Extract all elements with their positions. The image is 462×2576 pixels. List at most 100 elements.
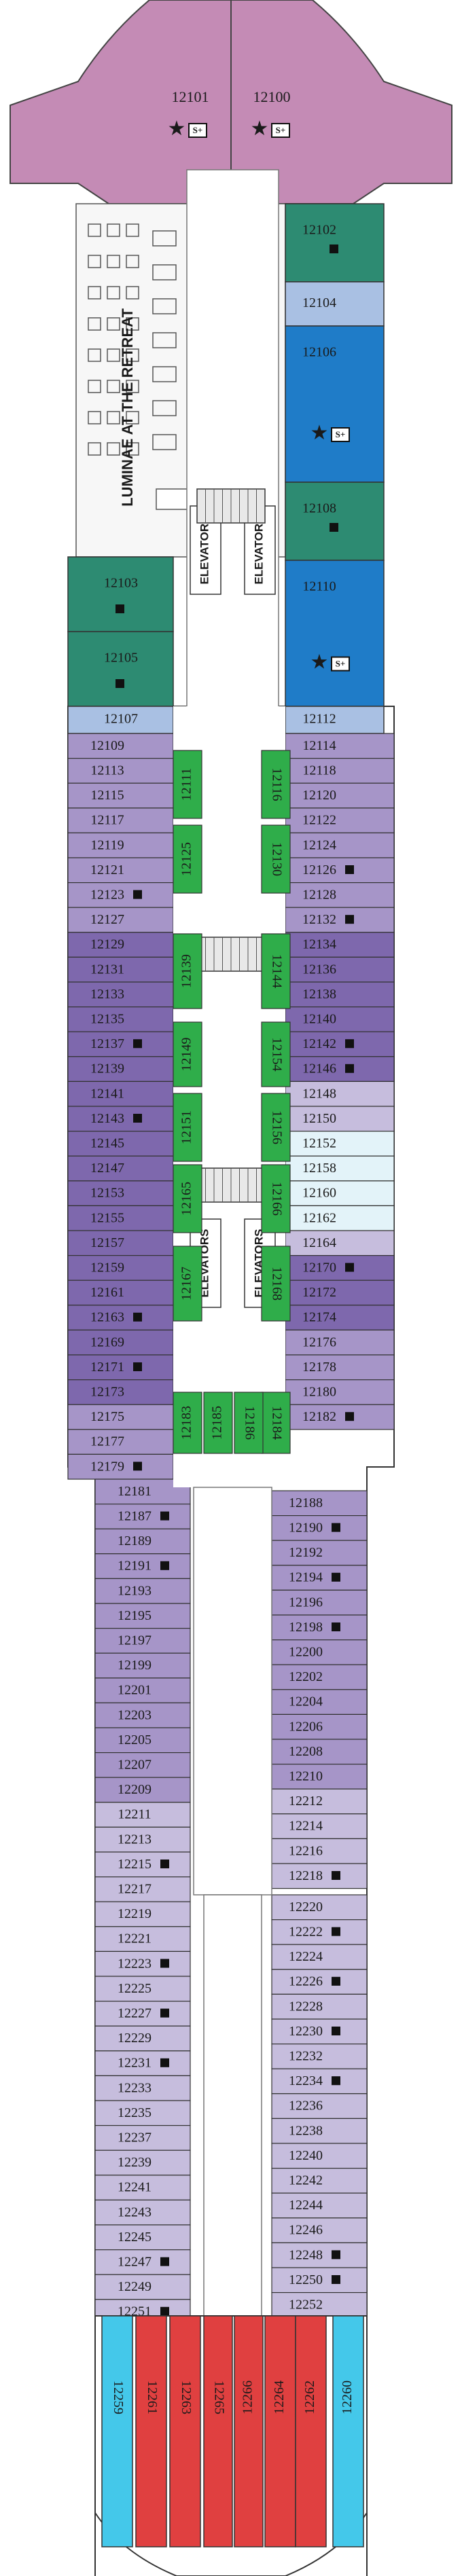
- cabin-block-12146: [285, 1056, 395, 1083]
- cabin-block-12232: [271, 2044, 368, 2069]
- cabin-block-12241: [94, 2175, 191, 2201]
- cabin-12245: 12245: [118, 2230, 152, 2245]
- cabin-12122: 12122: [302, 813, 336, 828]
- cabin-block-12138: [285, 981, 395, 1008]
- cabin-12196: 12196: [289, 1595, 323, 1610]
- cabin-block-12208: [271, 1739, 368, 1765]
- accessible-icon: [332, 1976, 340, 1986]
- cabin-12182: 12182: [302, 1409, 336, 1424]
- accessible-icon: [345, 865, 354, 874]
- cabin-block-12205: [94, 1727, 191, 1754]
- cabin-block-12172: [285, 1280, 395, 1306]
- booth-icon: [152, 434, 177, 450]
- accessible-icon: [345, 1263, 354, 1272]
- cabin-block-12104: [285, 281, 385, 327]
- cabin-block-12158: [285, 1155, 395, 1182]
- table-icon: [126, 255, 139, 268]
- cabin-12103: 12103: [104, 576, 138, 591]
- cabin-block-12180: [285, 1379, 395, 1405]
- suite-badge-box: [271, 123, 290, 138]
- cabin-block-12152: [285, 1130, 395, 1157]
- cabin-12252: 12252: [289, 2297, 323, 2312]
- cabin-12102: 12102: [302, 223, 336, 238]
- interior-block-12154: [261, 1021, 291, 1087]
- cabin-12129: 12129: [90, 937, 124, 952]
- cabin-block-12123: [67, 882, 174, 908]
- cabin-block-12252: [271, 2292, 368, 2318]
- cabin-block-12145: [67, 1130, 174, 1157]
- cabin-12153: 12153: [90, 1186, 124, 1201]
- star-icon: ★: [251, 117, 269, 140]
- cabin-12264: 12264: [272, 2380, 287, 2414]
- cabin-12145: 12145: [90, 1136, 124, 1150]
- cabin-12199: 12199: [118, 1658, 152, 1673]
- cabin-block-12250: [271, 2267, 368, 2293]
- cabin-12107: 12107: [104, 712, 138, 727]
- cabin-12156: 12156: [269, 1110, 284, 1144]
- cabin-block-12118: [285, 757, 395, 784]
- cabin-12132: 12132: [302, 912, 336, 927]
- cabin-12146: 12146: [302, 1062, 336, 1076]
- accessible-icon: [345, 1039, 354, 1049]
- cabin-block-12203: [94, 1702, 191, 1728]
- cabin-12159: 12159: [90, 1260, 124, 1275]
- cabin-12216: 12216: [289, 1843, 323, 1858]
- booth-icon: [152, 298, 177, 314]
- accessible-icon: [330, 523, 338, 532]
- suite-badge-label: S+: [193, 125, 203, 135]
- cabin-12179: 12179: [90, 1459, 124, 1474]
- accessible-icon: [160, 2257, 169, 2266]
- cabin-12241: 12241: [118, 2180, 152, 2195]
- cabin-block-12174: [285, 1305, 395, 1331]
- cabin-12193: 12193: [118, 1583, 152, 1598]
- cabin-12204: 12204: [289, 1694, 323, 1709]
- cabin-12246: 12246: [289, 2223, 323, 2238]
- cabin-block-12212: [271, 1788, 368, 1815]
- cabin-12185: 12185: [210, 1406, 225, 1440]
- cabin-12234: 12234: [289, 2073, 323, 2088]
- table-icon: [126, 317, 139, 331]
- cabin-block-12236: [271, 2093, 368, 2120]
- cabin-12143: 12143: [90, 1111, 124, 1126]
- cabin-block-12134: [285, 932, 395, 958]
- cabin-block-12196: [271, 1589, 368, 1616]
- table-icon: [88, 411, 101, 424]
- cabin-block-12227: [94, 2001, 191, 2027]
- cabin-block-12155: [67, 1205, 174, 1231]
- accessible-icon: [133, 1462, 142, 1471]
- cabin-block-12127: [67, 907, 174, 933]
- cabin-block-12225: [94, 1976, 191, 2002]
- cabin-12198: 12198: [289, 1620, 323, 1635]
- booth-icon: [152, 366, 177, 382]
- cabin-12137: 12137: [90, 1036, 124, 1051]
- cabin-block-12140: [285, 1006, 395, 1032]
- table-icon: [107, 317, 120, 331]
- cabin-12130: 12130: [269, 842, 284, 876]
- cabin-12176: 12176: [302, 1335, 336, 1349]
- cabin-12208: 12208: [289, 1744, 323, 1759]
- cabin-block-12108: [285, 482, 385, 561]
- accessible-icon: [160, 1860, 169, 1868]
- accessible-icon: [345, 1412, 354, 1421]
- cabin-12194: 12194: [289, 1570, 323, 1585]
- accessible-icon: [133, 1114, 142, 1123]
- cabin-block-12200: [271, 1639, 368, 1665]
- cabin-block-12121: [67, 857, 174, 884]
- cabin-12190: 12190: [289, 1520, 323, 1535]
- cabin-12140: 12140: [302, 1011, 336, 1026]
- accessible-icon: [332, 1871, 340, 1880]
- cabin-block-12176: [285, 1329, 395, 1356]
- cabin-12118: 12118: [302, 763, 336, 778]
- cabin-block-12173: [67, 1379, 174, 1405]
- cabin-block-12262: [295, 2315, 327, 2547]
- cabin-block-12263: [169, 2315, 201, 2547]
- interior-block-12144: [261, 933, 291, 1009]
- table-icon: [107, 411, 120, 424]
- cabin-12209: 12209: [118, 1782, 152, 1797]
- cabin-12259: 12259: [111, 2380, 126, 2414]
- cabin-block-12260: [332, 2315, 364, 2547]
- cabin-block-12109: [67, 733, 174, 759]
- cabin-12110: 12110: [302, 579, 336, 594]
- table-icon: [107, 255, 120, 268]
